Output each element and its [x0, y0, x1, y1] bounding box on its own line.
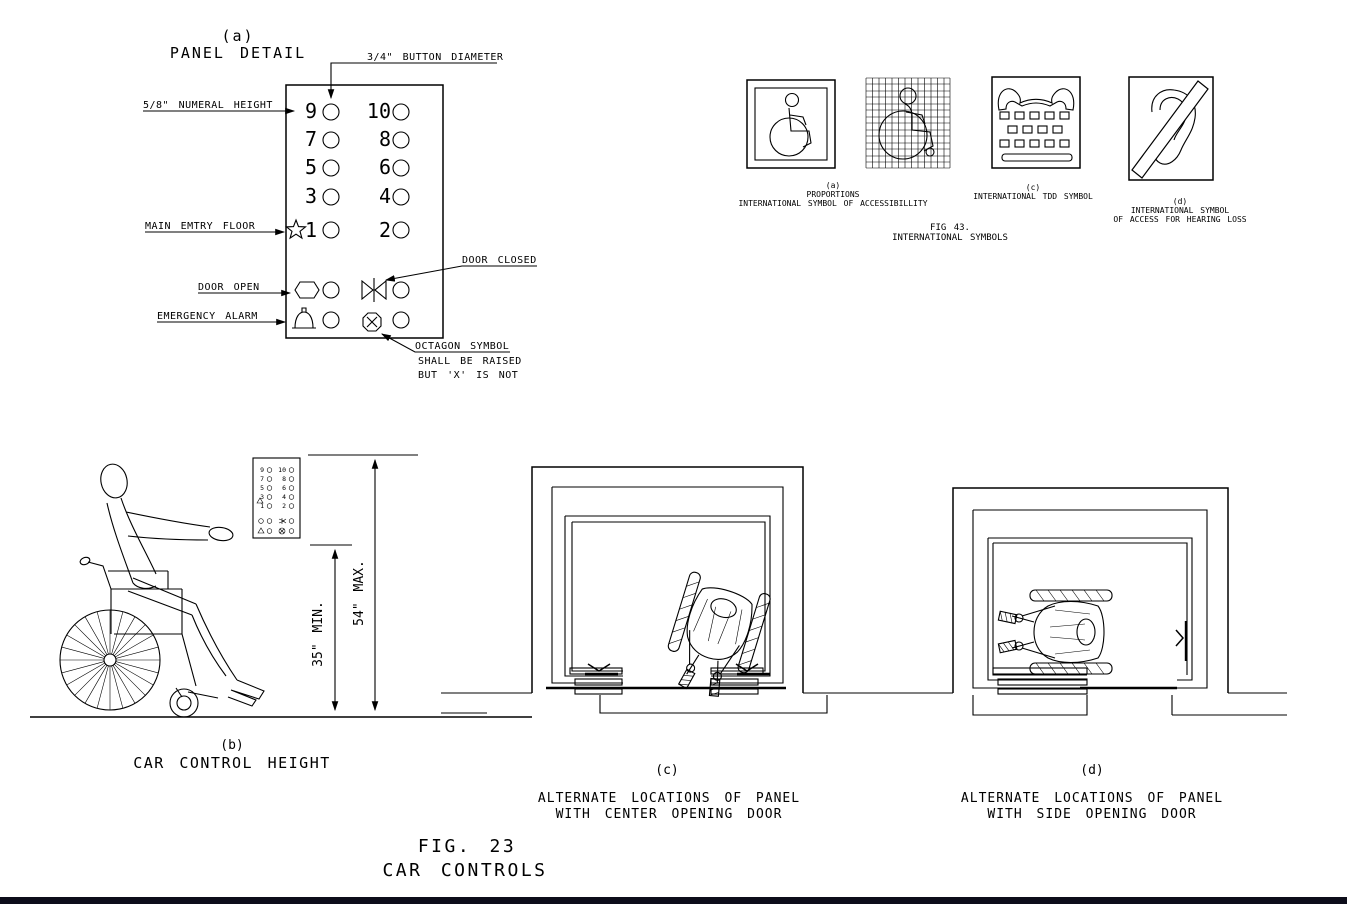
center-opening-plan: (c) ALTERNATE LOCATIONS OF PANEL WITH CE… [441, 466, 953, 822]
mini-2: 2 [282, 502, 286, 510]
floor-1: 1 [305, 218, 317, 242]
fig43-line2: INTERNATIONAL SYMBOLS [892, 233, 1008, 243]
callout-door-closed: DOOR CLOSED [462, 255, 537, 266]
floor-4: 4 [379, 184, 391, 208]
star-icon [285, 218, 307, 240]
mini-3: 3 [260, 493, 264, 501]
hearing-cap1: INTERNATIONAL SYMBOL [1131, 206, 1230, 215]
hearing-loss-symbol-icon [1128, 76, 1214, 181]
bell-icon [292, 307, 316, 329]
panel-location-chevron-left-icon [587, 663, 611, 672]
control-panel-outline [285, 84, 444, 339]
mini-9: 9 [260, 466, 264, 474]
hearing-cap2: OF ACCESS FOR HEARING LOSS [1113, 215, 1246, 224]
wheelchair-person-side [100, 463, 265, 707]
section-d-cap1: ALTERNATE LOCATIONS OF PANEL [961, 791, 1223, 806]
mini-10: 10 [278, 466, 286, 474]
wheelchair-side [59, 556, 219, 718]
figure-title-block: FIG. 23 CAR CONTROLS [382, 836, 547, 881]
callout-octagon-1: OCTAGON SYMBOL [415, 341, 509, 352]
callout-button-diameter: 3/4" BUTTON DIAMETER [367, 52, 504, 63]
access-cap1: PROPORTIONS [807, 190, 860, 199]
callout-emergency-alarm: EMERGENCY ALARM [157, 311, 258, 322]
mini-control-panel: 9 10 7 8 5 6 3 4 1 2 [252, 457, 301, 539]
tdd-caption: INTERNATIONAL TDD SYMBOL [973, 192, 1093, 201]
section-d-cap2: WITH SIDE OPENING DOOR [987, 807, 1196, 822]
section-b-title: CAR CONTROL HEIGHT [133, 754, 331, 772]
floor-9: 9 [305, 99, 317, 123]
panel-location-chevron-right-icon [735, 663, 759, 672]
mini-4: 4 [282, 493, 286, 501]
access-cap2: INTERNATIONAL SYMBOL OF ACCESSIBILLITY [738, 199, 927, 208]
panel-buttons: 9 10 7 8 5 6 3 4 1 2 [285, 99, 410, 242]
callout-main-entry: MAIN EMTRY FLOOR [145, 221, 256, 232]
callout-octagon-2: SHALL BE RAISED [418, 356, 522, 367]
car-control-height-section: 9 10 7 8 5 6 3 4 1 2 [30, 454, 532, 772]
hearing-label: (d) [1173, 197, 1187, 206]
floor-7: 7 [305, 127, 317, 151]
mini-8: 8 [282, 475, 286, 483]
accessibility-symbol-icon [746, 79, 836, 169]
accessibility-grid-icon [865, 77, 951, 169]
dim-max-label: 54" MAX. [352, 560, 367, 626]
access-label: (a) [826, 181, 840, 190]
floor-5: 5 [305, 155, 317, 179]
mini-5: 5 [260, 484, 264, 492]
section-c-cap2: WITH CENTER OPENING DOOR [556, 807, 783, 822]
floor-10: 10 [367, 99, 391, 123]
callout-numeral-height: 5/8" NUMERAL HEIGHT [143, 100, 273, 111]
slash-icon [1131, 80, 1209, 179]
center-door-leaves [569, 667, 764, 695]
panel-detail-label: (a) [221, 27, 254, 45]
dim-min-label: 35" MIN. [311, 601, 326, 667]
section-c-label: (c) [655, 763, 678, 778]
panel-location-chevron-icon [1175, 629, 1184, 647]
door-open-row [294, 278, 410, 302]
hexagon-icon [294, 281, 320, 299]
callout-octagon-3: BUT 'X' IS NOT [418, 370, 518, 381]
mini-6: 6 [282, 484, 286, 492]
section-d-label: (d) [1080, 763, 1103, 778]
tdd-label: (c) [1026, 183, 1040, 192]
dimension-54-max: 54" MAX. [308, 454, 418, 712]
tdd-symbol-icon [991, 76, 1081, 169]
dimension-35-min: 35" MIN. [310, 544, 352, 712]
figure-number: FIG. 23 [418, 836, 516, 857]
alarm-row [292, 307, 410, 332]
bottom-bar [0, 897, 1347, 904]
side-door-leaves [992, 667, 1088, 695]
octagon-x-icon [362, 312, 382, 332]
door-closed-icon [361, 278, 387, 302]
panel-detail-section: (a) PANEL DETAIL 9 10 7 8 5 6 3 4 1 2 [143, 27, 537, 381]
international-symbols-section: (a) PROPORTIONS INTERNATIONAL SYMBOL OF … [738, 76, 1247, 243]
floor-8: 8 [379, 127, 391, 151]
section-b-label: (b) [220, 738, 243, 753]
mini-1: 1 [260, 502, 264, 510]
mini-7: 7 [260, 475, 264, 483]
figure-title: CAR CONTROLS [382, 860, 547, 881]
floor-6: 6 [379, 155, 391, 179]
callout-door-open: DOOR OPEN [198, 282, 260, 293]
fig43-line1: FIG 43. [930, 223, 970, 233]
floor-3: 3 [305, 184, 317, 208]
section-c-cap1: ALTERNATE LOCATIONS OF PANEL [538, 791, 800, 806]
side-opening-plan: (d) ALTERNATE LOCATIONS OF PANEL WITH SI… [880, 487, 1287, 822]
floor-2: 2 [379, 218, 391, 242]
panel-detail-title: PANEL DETAIL [170, 44, 306, 62]
